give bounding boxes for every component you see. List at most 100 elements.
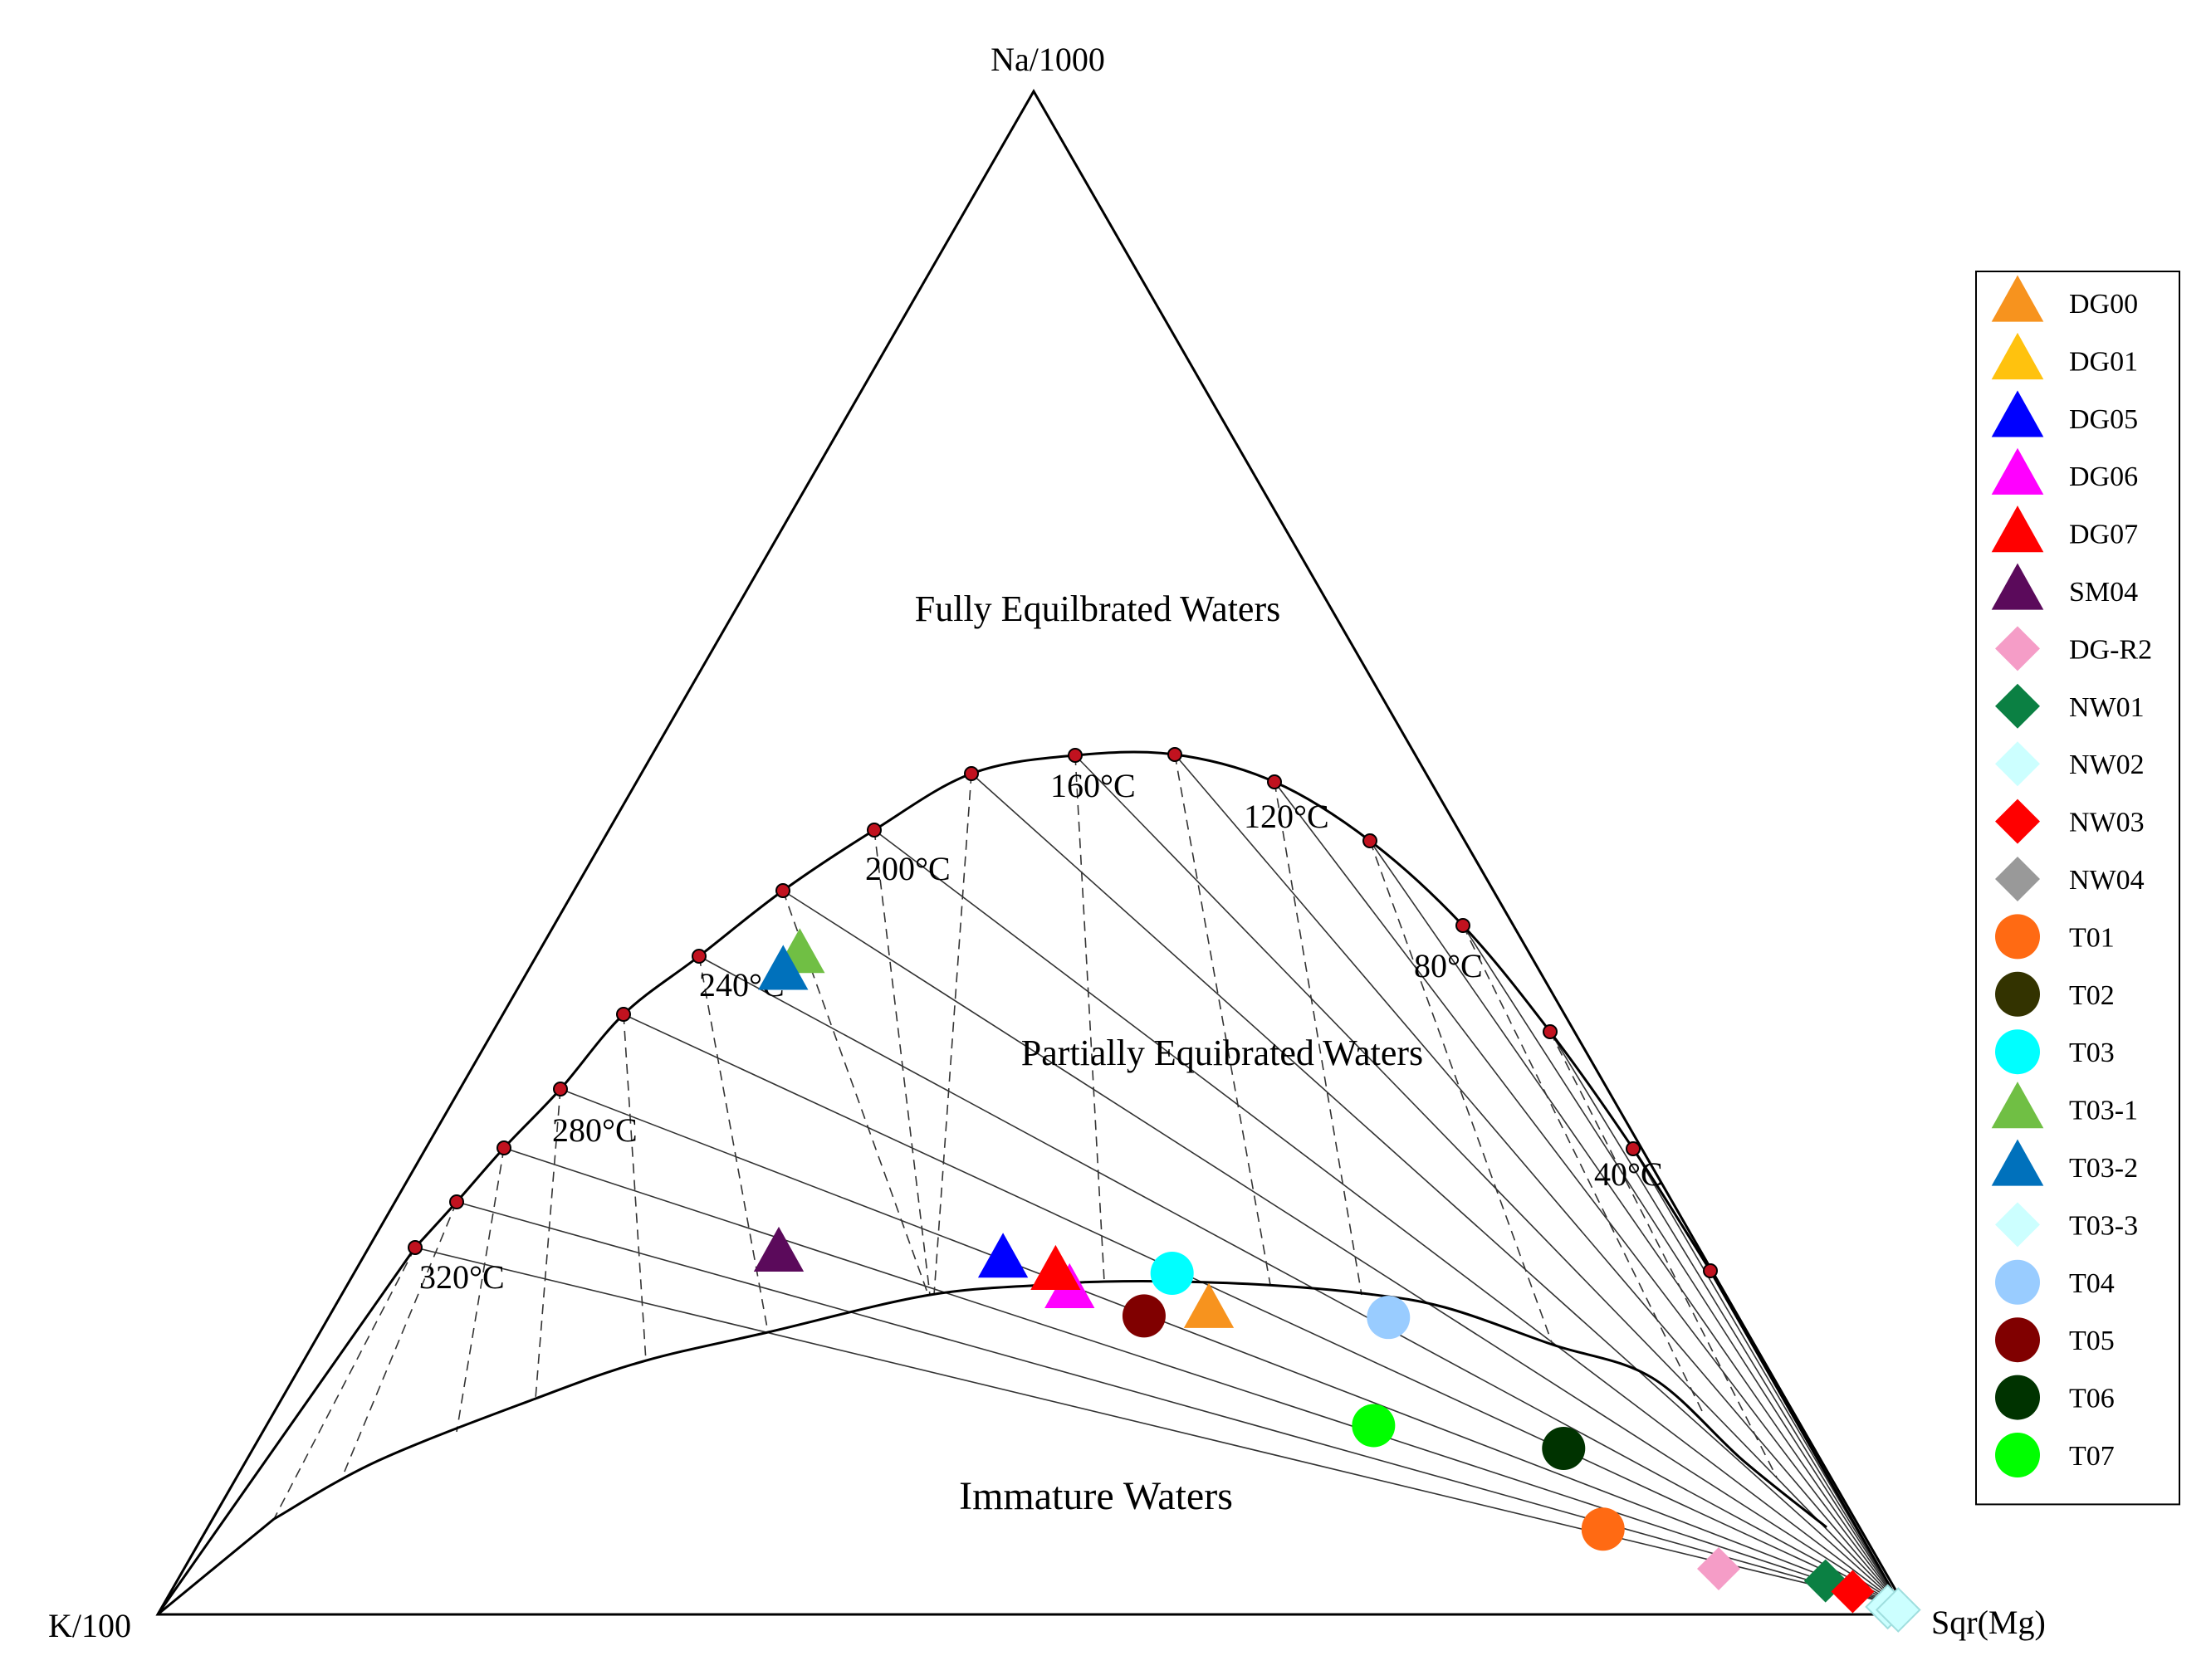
point-t03-2	[758, 945, 809, 990]
isotherm-node	[553, 1082, 568, 1096]
legend-marker-nw01	[1995, 683, 2040, 729]
legend-label-dg-r2: DG-R2	[2069, 634, 2152, 665]
isotherm-node	[1167, 747, 1182, 762]
legend-label-nw03: NW03	[2069, 808, 2145, 838]
point-t07	[1352, 1404, 1396, 1448]
vertex-label-na: Na/1000	[991, 41, 1105, 78]
isotherm-node	[1267, 774, 1282, 789]
legend-marker-dg01	[1991, 332, 2044, 380]
isotherm-node	[1455, 918, 1470, 933]
grid-solid-line	[623, 1013, 1902, 1607]
legend-label-t05: T05	[2069, 1326, 2115, 1356]
temp-label-120: 120°C	[1244, 798, 1329, 835]
grid-solid-line	[414, 1247, 1902, 1607]
vertex-label-k: K/100	[48, 1607, 131, 1644]
legend-marker-dg00	[1991, 275, 2044, 322]
legend-marker-t05	[1995, 1317, 2040, 1363]
temp-label-80: 80°C	[1414, 947, 1483, 984]
grid-solid-line	[1274, 781, 1902, 1607]
point-nw03	[1831, 1570, 1875, 1614]
grid-solid-line	[1369, 840, 1902, 1607]
isotherm-node	[1068, 748, 1083, 763]
point-t03-3	[1875, 1587, 1921, 1633]
grid-solid-line	[782, 890, 1902, 1607]
legend-label-t03: T03	[2069, 1038, 2115, 1068]
vertex-label-mg: Sqr(Mg)	[1931, 1604, 2046, 1641]
isotherm-node	[964, 766, 979, 781]
legend-marker-dg-r2	[1995, 626, 2040, 672]
legend-label-nw04: NW04	[2069, 865, 2145, 896]
legend-marker-nw04	[1995, 857, 2040, 901]
isotherm-node	[1703, 1263, 1718, 1278]
grid-solid-line	[560, 1088, 1902, 1607]
grid-solid-line	[1549, 1031, 1902, 1607]
isotherm-node	[867, 823, 882, 838]
point-dg00	[1183, 1282, 1235, 1328]
legend-label-t03-1: T03-1	[2069, 1096, 2138, 1126]
legend-marker-sm04	[1991, 563, 2044, 610]
grid-dashed-line	[456, 1147, 505, 1433]
grid-dashed-line	[1549, 1031, 1778, 1478]
isotherm-node	[692, 949, 707, 964]
grid-dashed-line	[535, 1088, 561, 1399]
sample-points	[753, 928, 1921, 1633]
legend-marker-nw03	[1995, 798, 2040, 844]
point-t01	[1581, 1507, 1625, 1551]
isotherm-node	[408, 1240, 423, 1255]
point-t03	[1150, 1251, 1194, 1295]
legend-label-t03-3: T03-3	[2069, 1210, 2138, 1241]
temp-label-200: 200°C	[865, 850, 951, 887]
region-label-partial: Partially Equibrated Waters	[1021, 1033, 1423, 1073]
legend-label-t07: T07	[2069, 1441, 2115, 1472]
legend-marker-nw02	[1995, 741, 2040, 787]
region-label-immature: Immature Waters	[959, 1474, 1233, 1518]
equilibrium-grid	[273, 754, 1902, 1607]
point-t04	[1367, 1296, 1411, 1340]
legend-label-sm04: SM04	[2069, 577, 2138, 608]
legend-marker-t03	[1995, 1029, 2040, 1075]
temp-label-160: 160°C	[1050, 767, 1136, 804]
legend-label-dg01: DG01	[2069, 346, 2138, 377]
isotherm-node	[1362, 833, 1377, 848]
grid-dashed-line	[1274, 781, 1362, 1296]
grid-solid-line	[971, 773, 1902, 1607]
grid-dashed-line	[933, 773, 972, 1296]
region-label-full: Fully Equilbrated Waters	[915, 588, 1280, 629]
diagram-labels: Na/1000 K/100 Sqr(Mg) Fully Equilbrated …	[48, 41, 2046, 1644]
legend-marker-t03-2	[1991, 1139, 2044, 1186]
legend-marker-t04	[1995, 1259, 2040, 1305]
temp-label-280: 280°C	[552, 1111, 638, 1149]
legend-marker-t07	[1995, 1433, 2040, 1477]
legend-marker-t01	[1995, 914, 2040, 960]
grid-solid-line	[503, 1147, 1902, 1607]
point-t06	[1542, 1426, 1586, 1470]
grid-dashed-line	[873, 829, 931, 1296]
grid-dashed-line	[1462, 925, 1703, 1412]
legend-marker-t02	[1995, 971, 2040, 1017]
temp-label-320: 320°C	[419, 1258, 505, 1296]
temp-label-40: 40°C	[1594, 1155, 1663, 1193]
triangle-outline	[155, 88, 1912, 1616]
grid-solid-line	[1174, 754, 1902, 1607]
grid-solid-line	[698, 955, 1902, 1607]
legend-marker-dg06	[1991, 447, 2044, 495]
legend-label-dg07: DG07	[2069, 520, 2138, 550]
legend-marker-t03-1	[1991, 1082, 2044, 1129]
legend-label-t03-2: T03-2	[2069, 1153, 2138, 1184]
isotherm-node	[496, 1140, 511, 1155]
grid-dashed-line	[698, 955, 769, 1333]
point-t05	[1122, 1294, 1166, 1338]
point-sm04	[753, 1226, 805, 1272]
isotherm-node	[1543, 1024, 1558, 1039]
point-dg05	[977, 1233, 1029, 1278]
point-dg-r2	[1697, 1546, 1741, 1590]
legend-label-nw01: NW01	[2069, 692, 2145, 723]
isotherm-node	[1626, 1141, 1641, 1156]
triangle-frame	[155, 88, 1912, 1616]
legend-label-t04: T04	[2069, 1268, 2115, 1299]
grid-dashed-line	[1369, 840, 1553, 1345]
boundary-left-link	[156, 1247, 417, 1615]
legend-label-t01: T01	[2069, 922, 2115, 953]
boundary-right-link	[1709, 1270, 1903, 1607]
